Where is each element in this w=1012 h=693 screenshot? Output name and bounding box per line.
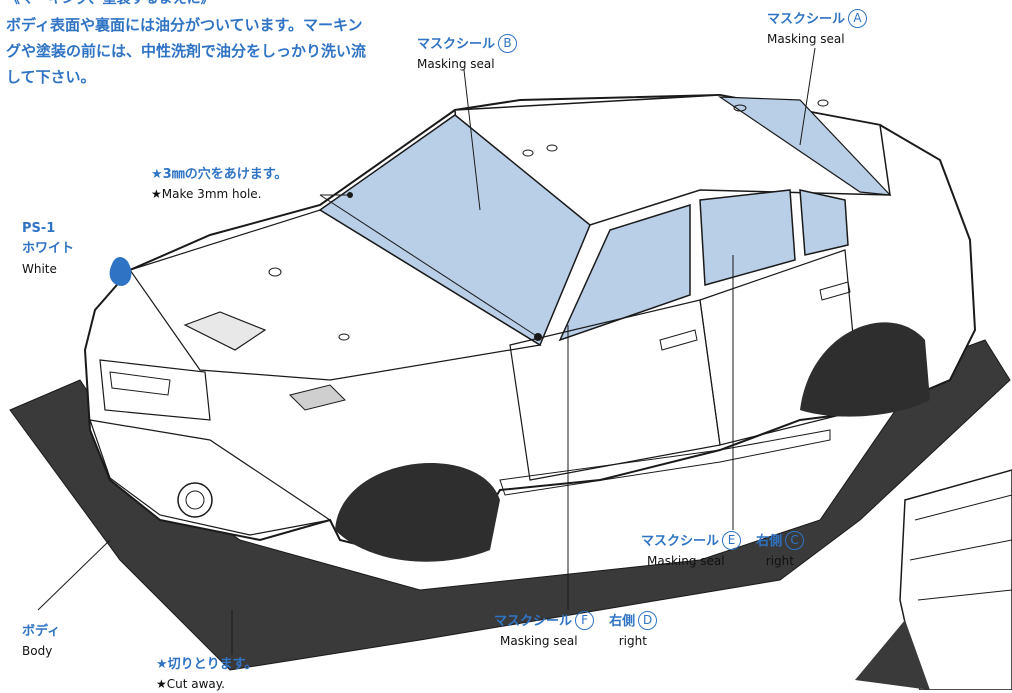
cut-jp: ★切りとります。 [156,657,258,672]
seal-e-side-en: right [765,554,794,569]
quarter-window [799,189,849,256]
leader-seal-b [463,69,481,211]
rear-side-window-seal-e [699,189,796,286]
seal-f-en: Masking seal [500,634,578,649]
seal-e-en: Masking seal [647,554,725,569]
seal-e-jp: マスクシール [641,534,720,549]
paint-en: White [22,261,57,276]
front-grille [99,359,211,421]
side-skirt [499,429,831,496]
fog-light [177,482,213,518]
leader-hole-2 [319,194,539,338]
seal-f-side-en: right [618,634,647,649]
front-wheel-arch [335,462,500,562]
leader-seal-a [799,47,816,146]
paint-code: PS-1 [22,221,56,236]
second-body-part [899,469,1012,690]
intro-note: 《マーキング、塗装するまえに》 ボディ表面や裏面には油分がついています。マーキン… [6,0,371,90]
leader-lines [37,47,816,655]
front-side-window-seal-f [558,203,691,342]
body-jp: ボディ [22,624,61,639]
seal-f-side-jp: 右側 [609,614,636,629]
second-part-base [855,620,930,690]
body-en: Body [22,644,53,659]
intro-heading: 《マーキング、塗装するまえに》 [6,0,371,12]
seal-f-side-letter: D [638,611,658,630]
label-body: ボディ Body [22,620,60,660]
hole-en: ★Make 3mm hole. [151,187,262,202]
seal-a-jp: マスクシール [767,12,846,27]
seal-b-en: Masking seal [417,57,495,72]
hood-vent [289,384,346,411]
intro-text: ボディ表面や裏面には油分がついています。マーキングや塗装の前には、中性洗剤で油分… [6,16,367,86]
paint-drop-icon [109,257,132,286]
seal-a-letter: A [848,9,868,28]
seal-f-jp: マスクシール [494,614,573,629]
seal-f-letter: F [575,611,595,630]
rear-window-seal-a [717,96,892,196]
seal-b-jp: マスクシール [417,37,496,52]
hood [129,209,542,381]
rear-wheel-arch [800,322,930,417]
rear-door-handle [819,281,851,301]
bumper [89,419,332,536]
label-cut: ★切りとります。 ★Cut away. [156,653,257,693]
hood-scoop [183,311,267,351]
seal-e-side-letter: C [785,531,805,550]
front-door-handle [659,329,698,351]
paint-jp: ホワイト [22,241,75,257]
cut-en: ★Cut away. [156,677,225,692]
seal-e-side-jp: 右側 [756,534,783,549]
label-paint: PS-1 ホワイト White [22,217,74,278]
seal-a-en: Masking seal [767,32,845,47]
seal-e-letter: E [722,531,742,550]
leader-body [37,539,111,611]
headlight [109,371,171,396]
label-hole: ★3㎜の穴をあけます。 ★Make 3mm hole. [151,163,287,203]
seal-b-letter: B [498,34,518,53]
hole-jp: ★3㎜の穴をあけます。 [151,167,288,182]
